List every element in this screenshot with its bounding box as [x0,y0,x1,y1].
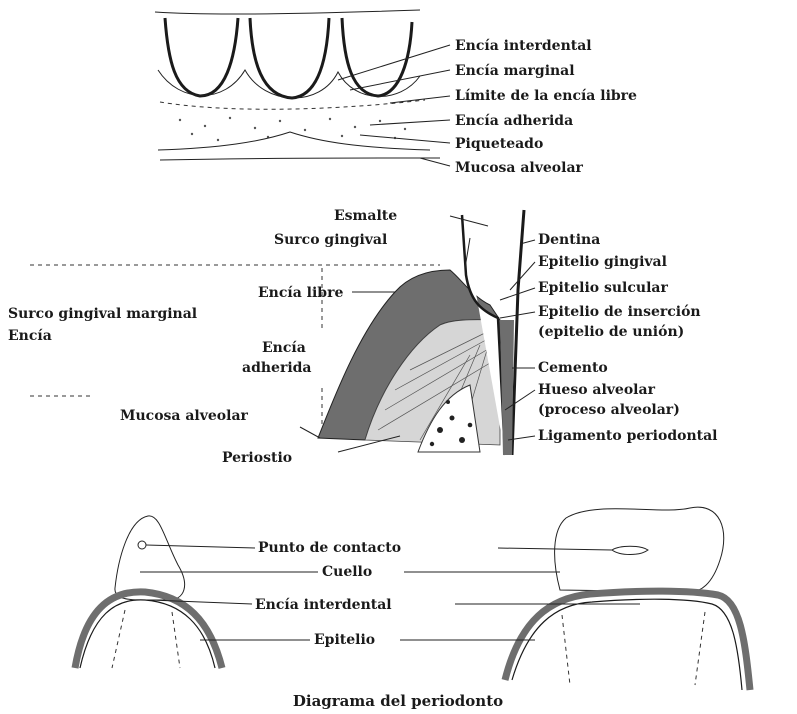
label-piqueteado: Piqueteado [455,136,543,152]
stippling [179,117,406,141]
label-encia-libre: Encía libre [258,285,343,301]
label-epitelio: Epitelio [314,632,375,648]
label-mucosa-alveolar: Mucosa alveolar [455,160,584,176]
label-proceso-alveolar: (proceso alveolar) [538,402,680,418]
label-encia-interdental-bottom: Encía interdental [255,597,392,613]
tooth-crown-1 [165,18,238,96]
label-mucosa-alveolar-mid: Mucosa alveolar [120,408,249,424]
label-cemento: Cemento [538,360,608,376]
top-panel-illustration [155,10,440,160]
bottom-leader-lines [140,545,640,640]
diagram-caption: Diagrama del periodonto [293,692,503,710]
label-cuello: Cuello [322,564,372,580]
top-leader-lines [338,45,450,166]
label-epitelio-sulcular: Epitelio sulcular [538,280,668,296]
label-surco-gingival: Surco gingival [274,232,387,248]
label-surco-gingival-marginal: Surco gingival marginal [8,306,197,322]
bottom-left-tooth [75,516,222,668]
label-epitelio-insercion: Epitelio de inserción [538,304,701,320]
label-hueso-alveolar: Hueso alveolar [538,382,656,398]
label-limite-encia-libre: Límite de la encía libre [455,88,637,104]
label-punto-de-contacto: Punto de contacto [258,540,401,556]
label-periostio: Periostio [222,450,292,466]
tooth-crown-2 [250,18,329,98]
label-encia-interdental: Encía interdental [455,38,592,54]
label-encia-adherida-2: adherida [242,360,312,376]
label-esmalte: Esmalte [334,208,397,224]
label-encia: Encía [8,328,52,344]
label-encia-adherida-1: Encía [262,340,306,356]
bottom-right-tooth [505,507,750,690]
label-epitelio-gingival: Epitelio gingival [538,254,667,270]
label-encia-adherida: Encía adherida [455,113,573,129]
label-dentina: Dentina [538,232,600,248]
label-encia-marginal: Encía marginal [455,63,575,79]
label-epitelio-union: (epitelio de unión) [538,324,684,340]
label-ligamento-periodontal: Ligamento periodontal [538,428,718,444]
